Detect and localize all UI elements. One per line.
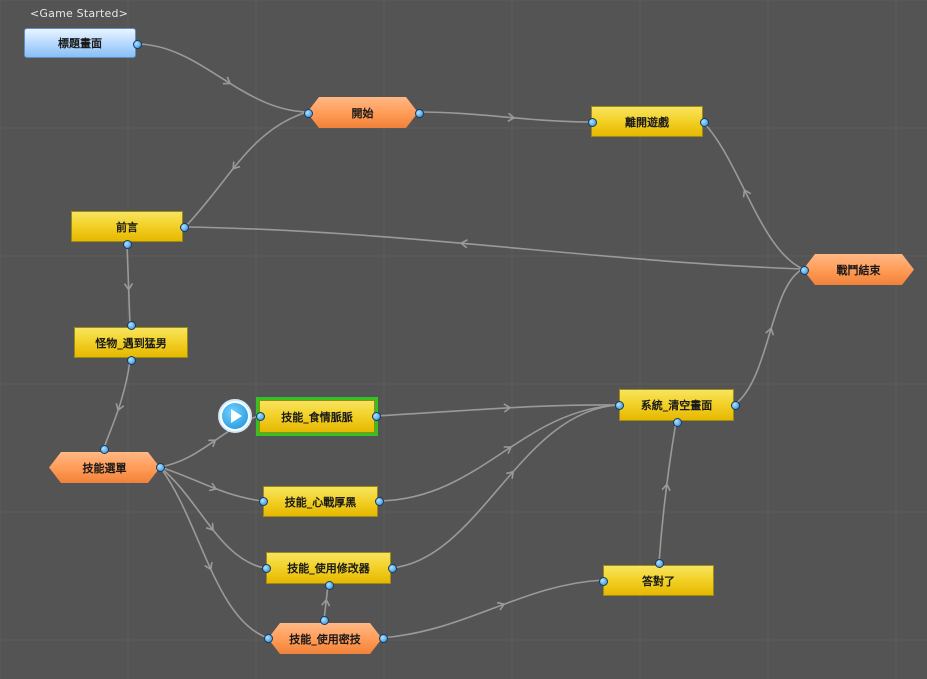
play-icon[interactable] (218, 399, 252, 433)
play-icon-inner (222, 403, 248, 429)
node-label: 標題畫面 (58, 37, 102, 50)
port-dot[interactable] (673, 418, 682, 427)
node-label: 戰鬥結束 (836, 263, 881, 277)
node-start[interactable]: 開始 (307, 97, 418, 128)
node-label: 系統_清空畫面 (640, 399, 713, 412)
node-label: 離開遊戲 (625, 115, 669, 129)
port-dot[interactable] (372, 412, 381, 421)
node-skill-heart[interactable]: 技能_心戰厚黑 (263, 486, 378, 517)
port-dot[interactable] (731, 401, 740, 410)
port-dot[interactable] (264, 634, 273, 643)
port-dot[interactable] (700, 118, 709, 127)
port-dot[interactable] (588, 118, 597, 127)
port-dot[interactable] (127, 356, 136, 365)
port-dot[interactable] (262, 564, 271, 573)
port-dot[interactable] (259, 497, 268, 506)
node-monster-meet[interactable]: 怪物_遇到猛男 (74, 327, 188, 358)
node-battle-end[interactable]: 戰鬥結束 (803, 254, 914, 285)
node-clear-screen[interactable]: 系統_清空畫面 (619, 389, 734, 421)
port-dot[interactable] (256, 412, 265, 421)
node-exit-game[interactable]: 離開遊戲 (591, 106, 703, 137)
port-dot[interactable] (100, 445, 109, 454)
play-triangle (231, 409, 242, 423)
port-dot[interactable] (379, 634, 388, 643)
node-label: 技能_使用密技 (289, 632, 361, 646)
port-dot[interactable] (304, 109, 313, 118)
port-dot[interactable] (133, 40, 142, 49)
node-label: 技能_心戰厚黑 (284, 495, 357, 509)
port-dot[interactable] (320, 616, 329, 625)
node-skill-eat[interactable]: 技能_食情脈脈 (256, 397, 378, 436)
game-started-label: <Game Started> (30, 7, 129, 20)
node-label: 技能_食情脈脈 (281, 410, 353, 424)
port-dot[interactable] (156, 463, 165, 472)
port-dot[interactable] (123, 240, 132, 249)
port-dot[interactable] (615, 401, 624, 410)
port-dot[interactable] (655, 559, 664, 568)
port-dot[interactable] (415, 109, 424, 118)
port-dot[interactable] (388, 564, 397, 573)
node-skill-secret[interactable]: 技能_使用密技 (268, 623, 382, 654)
node-correct[interactable]: 答對了 (603, 565, 714, 596)
node-label: 技能_使用修改器 (287, 562, 370, 575)
node-title-screen[interactable]: 標題畫面 (24, 28, 136, 58)
node-skill-modifier[interactable]: 技能_使用修改器 (266, 552, 391, 584)
node-label: 前言 (116, 220, 138, 234)
node-label: 技能選單 (82, 461, 127, 475)
port-dot[interactable] (180, 223, 189, 232)
node-label: 答對了 (642, 574, 675, 588)
port-dot[interactable] (127, 321, 136, 330)
node-label: 怪物_遇到猛男 (95, 336, 167, 350)
port-dot[interactable] (375, 497, 384, 506)
node-skill-menu[interactable]: 技能選單 (49, 452, 160, 483)
port-dot[interactable] (599, 577, 608, 586)
port-dot[interactable] (325, 581, 334, 590)
node-label: 開始 (351, 106, 374, 120)
node-prologue[interactable]: 前言 (71, 211, 183, 242)
port-dot[interactable] (800, 266, 809, 275)
